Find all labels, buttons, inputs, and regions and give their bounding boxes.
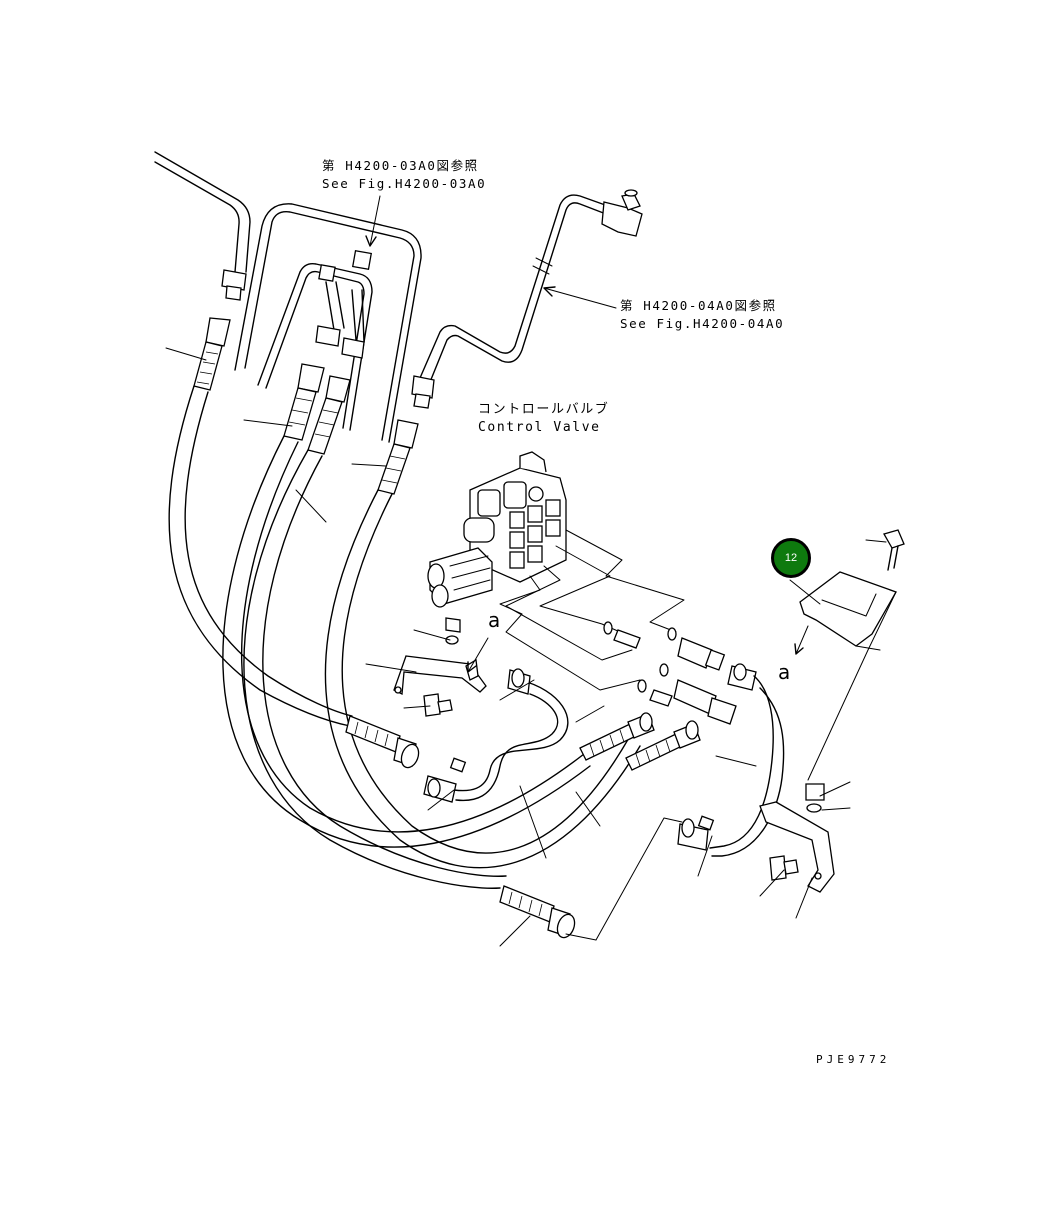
reference-right-en: See Fig.H4200-04A0 — [620, 316, 785, 331]
swivel-hose-right — [677, 663, 785, 857]
hose-end-fittings-upper — [193, 317, 419, 495]
reference-top-jp: 第 H4200-03A0図参照 — [322, 158, 479, 173]
bracket-right — [799, 529, 905, 781]
tube-clamps — [318, 249, 373, 282]
marker-a-left: a — [488, 608, 501, 632]
tube-fittings-upper — [221, 269, 435, 409]
sheet-id: PJE9772 — [816, 1053, 891, 1066]
hose-end-fittings-lower — [345, 712, 701, 939]
port-connection-lines — [499, 529, 685, 691]
hydraulic-hoses — [168, 385, 641, 889]
elbow-fitting-top — [601, 189, 643, 237]
marker-a-right: a — [778, 660, 791, 684]
valve-fittings — [603, 621, 737, 725]
control-valve-body — [427, 451, 567, 608]
bracket-lower-right — [759, 783, 835, 893]
steel-tubes-upper — [154, 151, 609, 443]
control-valve-label-en: Control Valve — [478, 420, 601, 435]
reference-top-en: See Fig.H4200-03A0 — [322, 176, 487, 191]
callout-12[interactable]: 12 — [771, 538, 811, 578]
swivel-hose-center — [423, 668, 569, 803]
reference-right-jp: 第 H4200-04A0図参照 — [620, 298, 777, 313]
callout-12-label: 12 — [784, 552, 798, 564]
bracket-left — [393, 617, 487, 717]
control-valve-label-jp: コントロールバルブ — [478, 402, 610, 417]
leader-lines — [165, 195, 887, 947]
